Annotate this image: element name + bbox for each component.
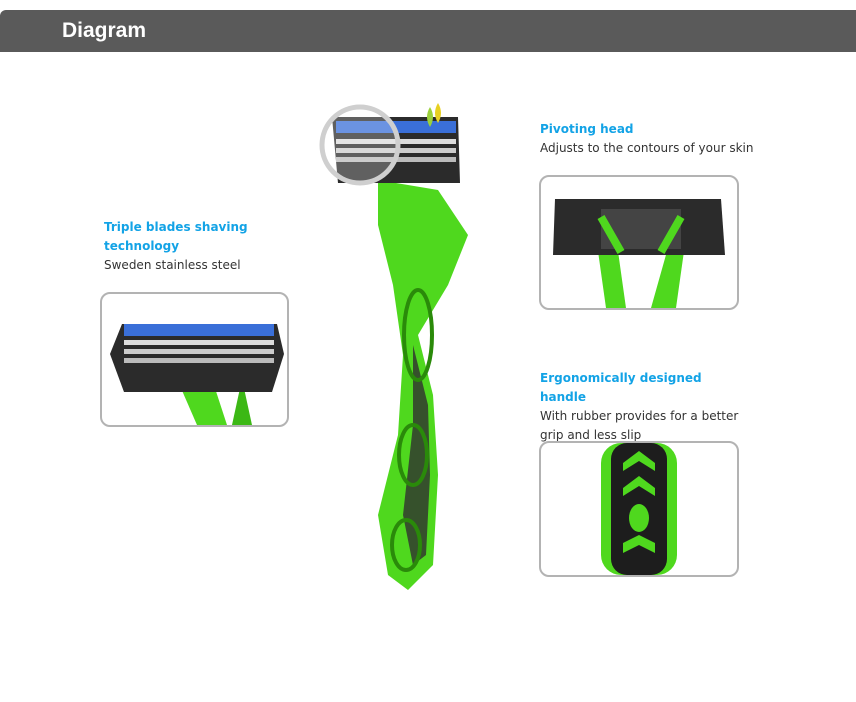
feature-description: Adjusts to the contours of your skin <box>540 141 754 155</box>
feature-title: Triple blades shaving technology <box>104 220 248 253</box>
section-header: Diagram <box>0 10 856 52</box>
feature-handle: Ergonomically designed handle With rubbe… <box>540 369 750 445</box>
razor-illustration <box>318 95 478 595</box>
section-title: Diagram <box>62 19 147 42</box>
feature-description: With rubber provides for a better grip a… <box>540 409 739 442</box>
feature-description: Sweden stainless steel <box>104 258 241 272</box>
feature-title: Pivoting head <box>540 122 634 136</box>
blades-closeup-image <box>100 292 289 427</box>
feature-pivoting-head: Pivoting head Adjusts to the contours of… <box>540 120 770 158</box>
feature-triple-blades: Triple blades shaving technology Sweden … <box>104 218 264 275</box>
pivot-closeup-image <box>539 175 739 310</box>
feature-title: Ergonomically designed handle <box>540 371 702 404</box>
handle-closeup-image <box>539 441 739 577</box>
